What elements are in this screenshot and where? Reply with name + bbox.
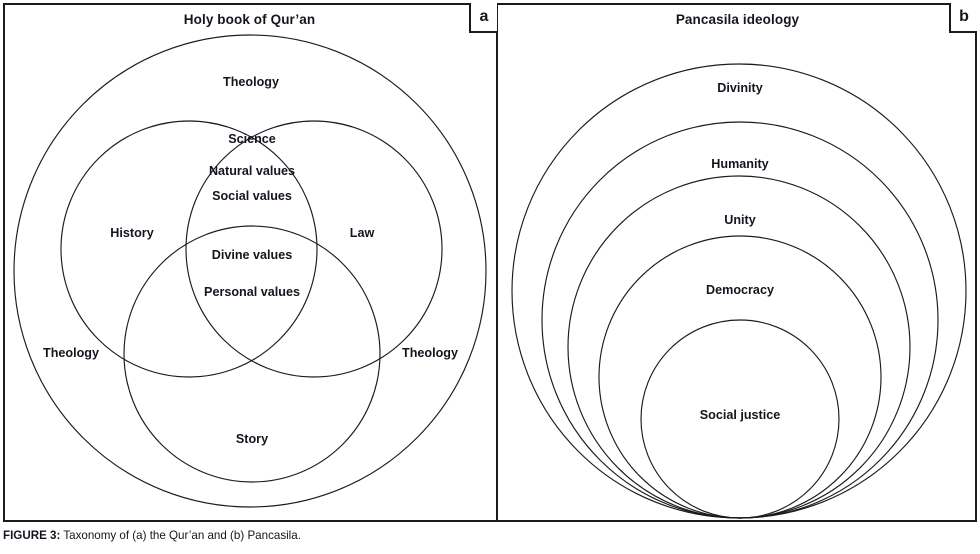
panel-a-letter: a bbox=[469, 3, 497, 33]
panel-a-title: Holy book of Qur’an bbox=[183, 12, 316, 27]
label-science: Science bbox=[228, 132, 276, 147]
label-democracy: Democracy bbox=[706, 283, 774, 298]
label-law: Law bbox=[349, 226, 375, 241]
label-story: Story bbox=[235, 432, 269, 447]
label-theology-right: Theology bbox=[402, 346, 458, 361]
panel-divider bbox=[496, 3, 498, 522]
label-history: History bbox=[110, 226, 154, 241]
label-unity: Unity bbox=[724, 213, 756, 228]
panel-b-letter: b bbox=[949, 3, 977, 33]
label-humanity: Humanity bbox=[711, 157, 769, 172]
figure-frame bbox=[3, 3, 977, 522]
label-divinity: Divinity bbox=[717, 81, 763, 96]
label-social-values: Social values bbox=[212, 189, 292, 204]
label-theology-top: Theology bbox=[223, 75, 279, 90]
caption-text: Taxonomy of (a) the Qur’an and (b) Panca… bbox=[60, 529, 301, 542]
label-natural-values: Natural values bbox=[208, 164, 296, 179]
panel-b-title: Pancasila ideology bbox=[675, 12, 800, 27]
label-divine-values: Divine values bbox=[211, 248, 293, 263]
figure-caption: FIGURE 3: Taxonomy of (a) the Qur’an and… bbox=[3, 529, 301, 542]
label-theology-left: Theology bbox=[43, 346, 99, 361]
label-social-justice: Social justice bbox=[699, 408, 781, 423]
label-personal-values: Personal values bbox=[204, 285, 300, 300]
caption-label: FIGURE 3: bbox=[3, 529, 61, 542]
